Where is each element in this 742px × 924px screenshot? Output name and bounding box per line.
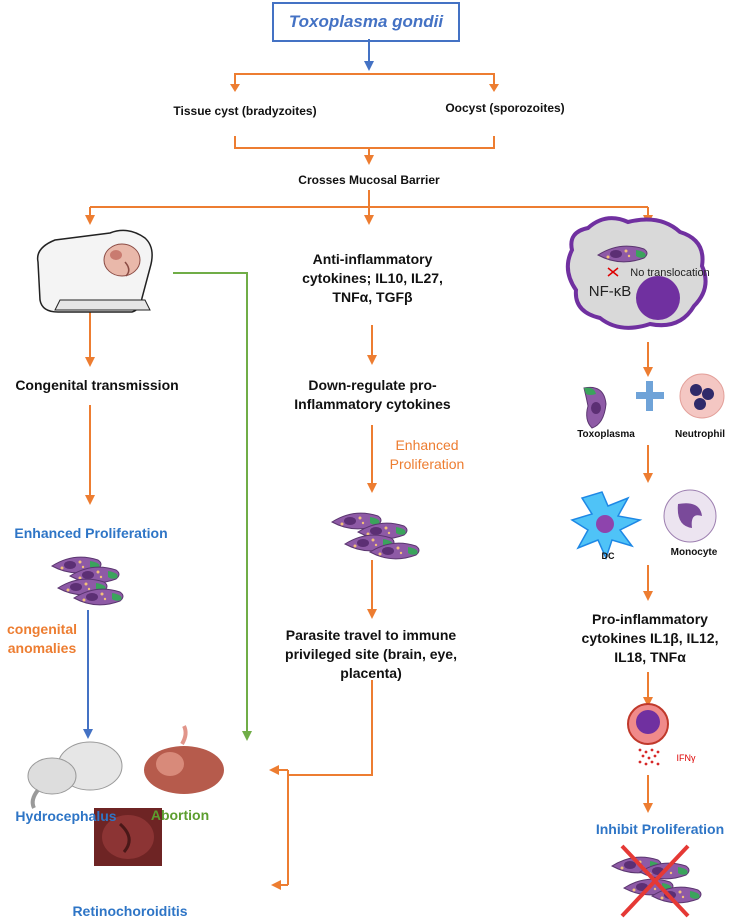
abortion-label: Abortion	[150, 807, 210, 823]
no-translocation-label: No translocation	[630, 267, 710, 279]
dc-monocyte-illustration	[570, 489, 717, 561]
inhibit-proliferation-label: Inhibit Proliferation	[595, 821, 725, 837]
enhanced-proliferation-middle-label: Enhanced Proliferation	[389, 437, 465, 472]
retinochoroiditis-label: Retinochoroiditis	[72, 903, 188, 919]
anti-inflammatory-label: Anti-inflammatory cytokines; IL10, IL27,…	[302, 251, 443, 305]
congenital-transmission-label: Congenital transmission	[15, 377, 179, 393]
parasite-travel-label: Parasite travel to immune privileged sit…	[285, 627, 457, 681]
ifn-gamma-label: IFNγ	[676, 753, 696, 763]
abortion-arrow	[173, 272, 252, 741]
oocyst-label: Oocyst (sporozoites)	[445, 101, 565, 115]
hydrocephalus-label: Hydrocephalus	[15, 808, 117, 824]
parasite-cluster-left	[51, 556, 124, 606]
parasite-outcome-bracket	[287, 680, 373, 885]
aborted-fetus-illustration	[144, 725, 224, 794]
monocyte-label: Monocyte	[670, 547, 718, 558]
tissue-cyst-label: Tissue cyst (bradyzoites)	[173, 104, 317, 118]
title-box: Toxoplasma gondii	[272, 2, 460, 42]
mucosal-barrier-label: Crosses Mucosal Barrier	[298, 173, 440, 187]
enhanced-proliferation-left-label: Enhanced Proliferation	[14, 525, 168, 541]
retina-illustration	[94, 808, 162, 866]
merge-bracket	[234, 136, 495, 149]
down-regulate-label: Down-regulate pro-Inflammatory cytokines	[294, 377, 451, 412]
split-bracket	[234, 73, 495, 86]
title-text: Toxoplasma gondii	[288, 12, 444, 31]
toxoplasma-label: Toxoplasma	[577, 429, 635, 440]
nfkb-label: NF-κB	[588, 283, 632, 300]
neutrophil-label: Neutrophil	[675, 429, 725, 440]
pregnant-woman-illustration	[36, 229, 153, 313]
dc-label: DC	[601, 551, 615, 561]
parasite-cluster-middle	[331, 512, 420, 560]
inhibited-parasites-illustration	[611, 844, 702, 918]
hydrocephalus-infant-illustration	[27, 741, 123, 809]
infected-macrophage-illustration	[565, 216, 708, 330]
congenital-anomalies-label: congenital anomalies	[6, 621, 77, 656]
toxoplasma-plus-neutrophil-illustration	[583, 373, 725, 429]
pro-inflammatory-label: Pro-inflammatory cytokines IL1β, IL12, I…	[581, 611, 719, 665]
ifn-secreting-cell-illustration	[627, 703, 669, 766]
